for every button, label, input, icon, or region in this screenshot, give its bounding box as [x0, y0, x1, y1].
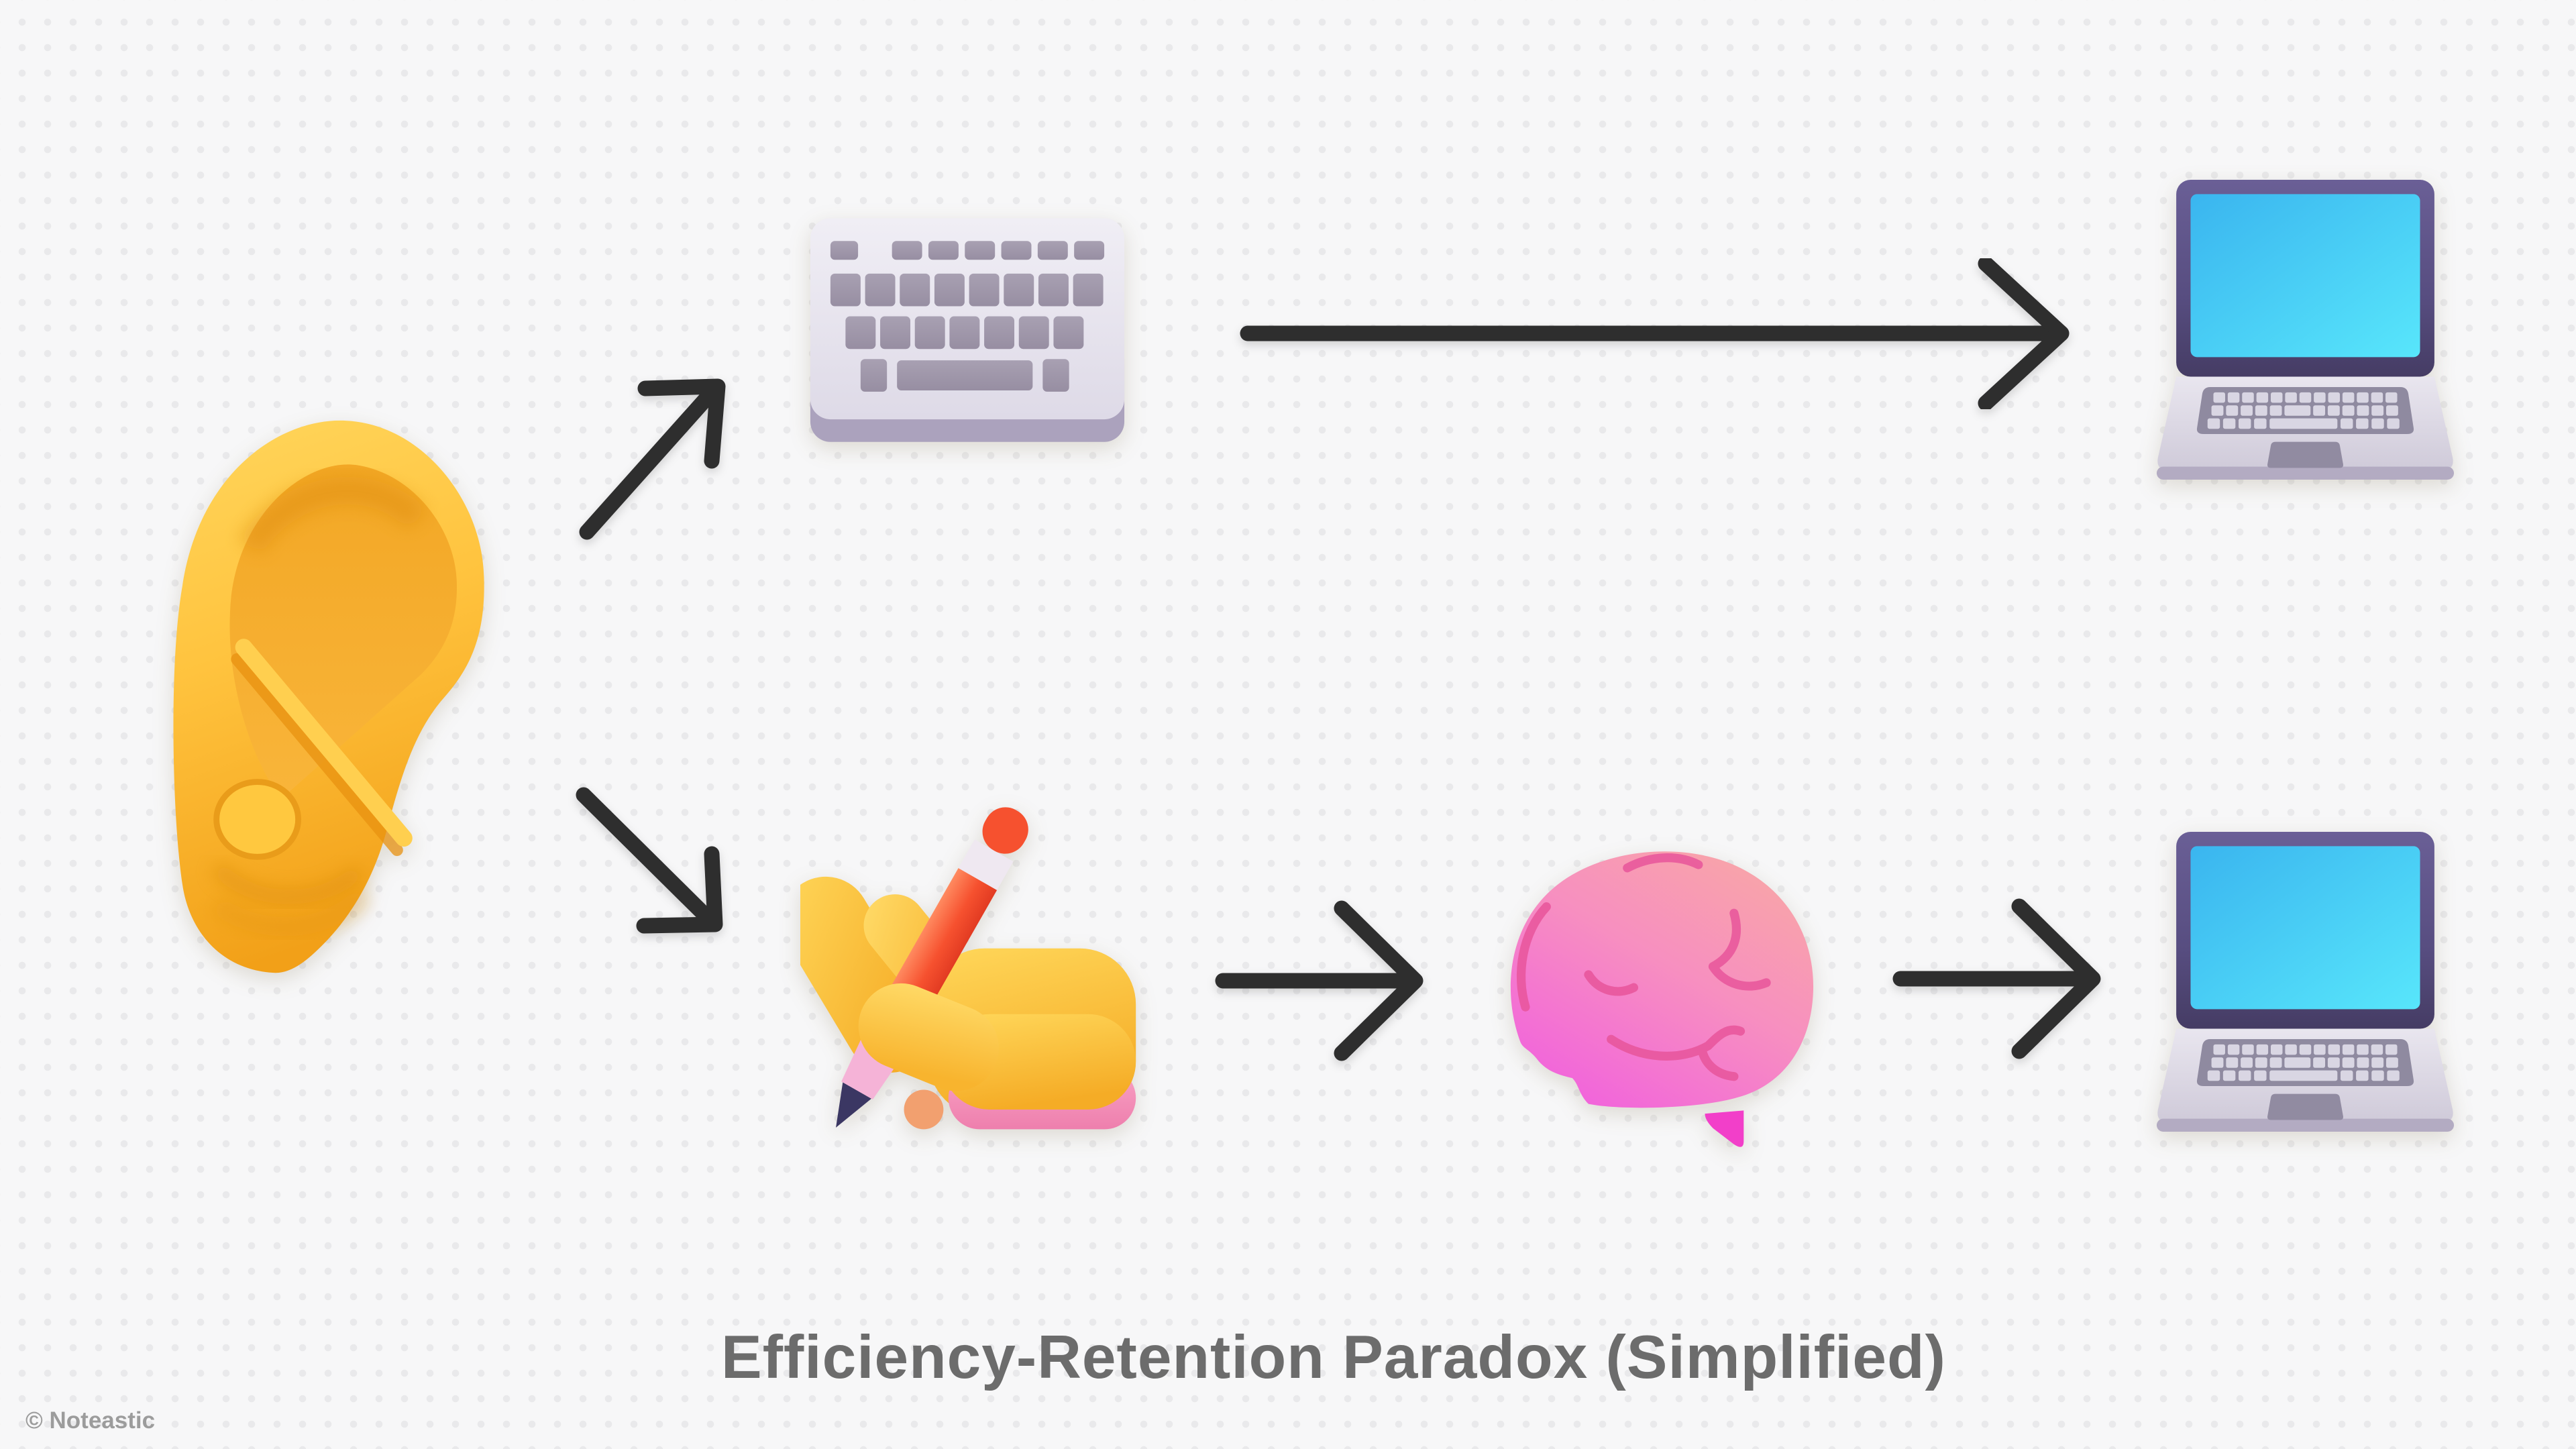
- arrow-ear-to-writing-hand: [564, 775, 738, 949]
- arrow-keyboard-to-laptop: [1238, 258, 2076, 409]
- laptop-icon: [2155, 178, 2455, 482]
- brain-icon: [1498, 840, 1821, 1150]
- arrow-ear-to-keyboard: [564, 366, 738, 553]
- writing-hand-icon: [800, 804, 1146, 1142]
- ear-icon: [145, 407, 486, 980]
- arrow-writing-hand-to-brain: [1213, 899, 1428, 1063]
- keyboard-icon: [803, 213, 1132, 449]
- diagram-title: Efficiency-Retention Paradox (Simplified…: [721, 1324, 1946, 1391]
- watermark: © Noteastic: [25, 1407, 156, 1434]
- laptop-icon: [2155, 830, 2455, 1134]
- arrow-brain-to-laptop: [1890, 897, 2105, 1061]
